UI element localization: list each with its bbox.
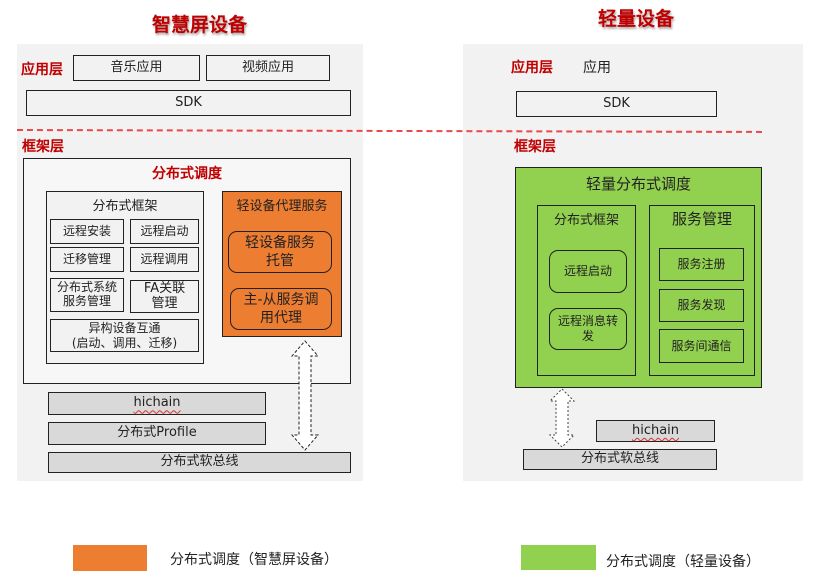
remote-install-label: 远程安装 [62,224,111,238]
left-double-arrow-icon [290,340,320,451]
heterogeneous-interop-box: 异构设备互通 (启动、调用、迁移) [50,319,199,352]
right-sdk-label: SDK [603,95,630,111]
remote-call-box: 远程调用 [130,247,199,272]
master-slave-proxy-label: 主-从服务调 用代理 [243,291,319,326]
dist-profile-label: 分布式Profile [117,425,197,441]
legend-swatch-orange [73,545,147,571]
left-softbus-label: 分布式软总线 [160,454,239,470]
right-softbus-box: 分布式软总线 [523,449,717,470]
right-hichain-box: hichain [596,420,715,442]
legend-label-light-device: 分布式调度（轻量设备） [606,554,760,570]
dist-sys-service-mgmt-label: 分布式系统 服务管理 [56,280,117,308]
right-hichain-label: hichain [631,422,680,438]
service-comm-box: 服务间通信 [659,329,744,363]
remote-start-box: 远程启动 [130,219,199,244]
remote-call-label: 远程调用 [140,252,189,266]
remote-start-label: 远程启动 [140,224,189,238]
video-app-label: 视频应用 [241,59,294,75]
service-mgmt-title: 服务管理 [671,210,732,228]
heterogeneous-interop-label: 异构设备互通 [88,321,161,336]
service-register-label: 服务注册 [677,257,726,271]
right-framework-layer-label: 框架层 [514,139,556,155]
migration-mgmt-box: 迁移管理 [50,247,124,272]
right-double-arrow-icon [548,388,576,448]
right-remote-start-box: 远程启动 [549,250,627,293]
light-device-hosting-box: 轻设备服务 托管 [228,231,332,273]
left-sdk-label: SDK [175,94,202,110]
dist-profile-box: 分布式Profile [48,422,266,445]
left-hichain-label: hichain [133,395,181,411]
right-app-label: 应用 [583,60,611,76]
left-sdk-box: SDK [26,90,351,116]
heterogeneous-interop-sub: (启动、调用、迁移) [71,335,178,350]
left-hichain-box: hichain [48,392,266,415]
light-device-proxy-title: 轻设备代理服务 [236,199,328,214]
left-title: 智慧屏设备 [152,14,248,36]
left-scheduler-title: 分布式调度 [152,166,222,182]
migration-mgmt-label: 迁移管理 [62,252,111,266]
dist-sys-service-mgmt-box: 分布式系统 服务管理 [50,278,124,312]
legend-label-smart-screen: 分布式调度（智慧屏设备） [170,552,338,568]
right-sdk-box: SDK [516,91,717,117]
video-app-box: 视频应用 [206,55,330,81]
service-mgmt-box [649,205,755,376]
right-framework-box [537,205,636,376]
right-framework-title: 分布式框架 [553,213,619,228]
left-framework-layer-label: 框架层 [22,139,64,155]
legend-swatch-green [521,545,596,570]
service-discover-label: 服务发现 [677,298,726,312]
master-slave-proxy-box: 主-从服务调 用代理 [230,288,332,330]
left-framework-title: 分布式框架 [92,199,158,214]
remote-msg-forward-label: 远程消息转 发 [557,314,618,343]
service-discover-box: 服务发现 [659,289,744,322]
light-device-hosting-label: 轻设备服务 托管 [245,234,315,269]
right-app-layer-label: 应用层 [511,60,553,76]
remote-install-box: 远程安装 [50,219,124,244]
right-title: 轻量设备 [598,8,675,30]
service-comm-label: 服务间通信 [671,338,732,353]
music-app-label: 音乐应用 [110,59,163,75]
right-scheduler-title: 轻量分布式调度 [585,175,691,193]
fa-association-mgmt-box: FA关联 管理 [130,280,199,313]
remote-msg-forward-box: 远程消息转 发 [549,308,627,350]
right-remote-start-label: 远程启动 [563,264,612,278]
music-app-box: 音乐应用 [73,55,200,81]
fa-association-mgmt-label: FA关联 管理 [143,280,186,311]
left-app-layer-label: 应用层 [21,62,63,78]
service-register-box: 服务注册 [659,248,744,281]
left-softbus-box: 分布式软总线 [48,452,351,473]
right-softbus-label: 分布式软总线 [580,451,659,467]
